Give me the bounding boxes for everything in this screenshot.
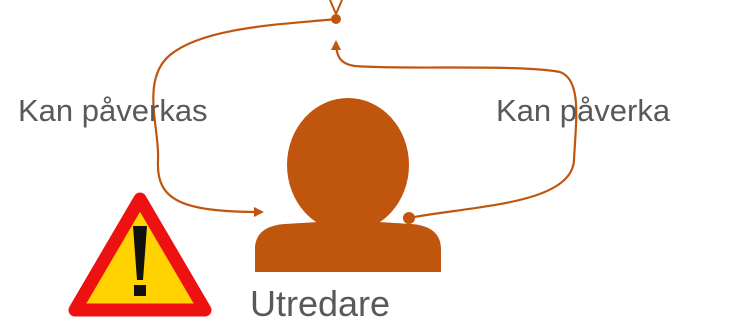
label-can-be-influenced: Kan påverkas xyxy=(18,93,208,128)
connector-right-start-dot xyxy=(403,212,415,224)
connector-right-arrow xyxy=(331,40,578,220)
connector-left-arrow xyxy=(152,17,337,217)
label-can-influence: Kan påverka xyxy=(496,93,671,128)
warning-triangle-icon xyxy=(68,192,212,317)
label-investigator: Utredare xyxy=(250,283,391,324)
person-silhouette-icon xyxy=(255,98,441,272)
